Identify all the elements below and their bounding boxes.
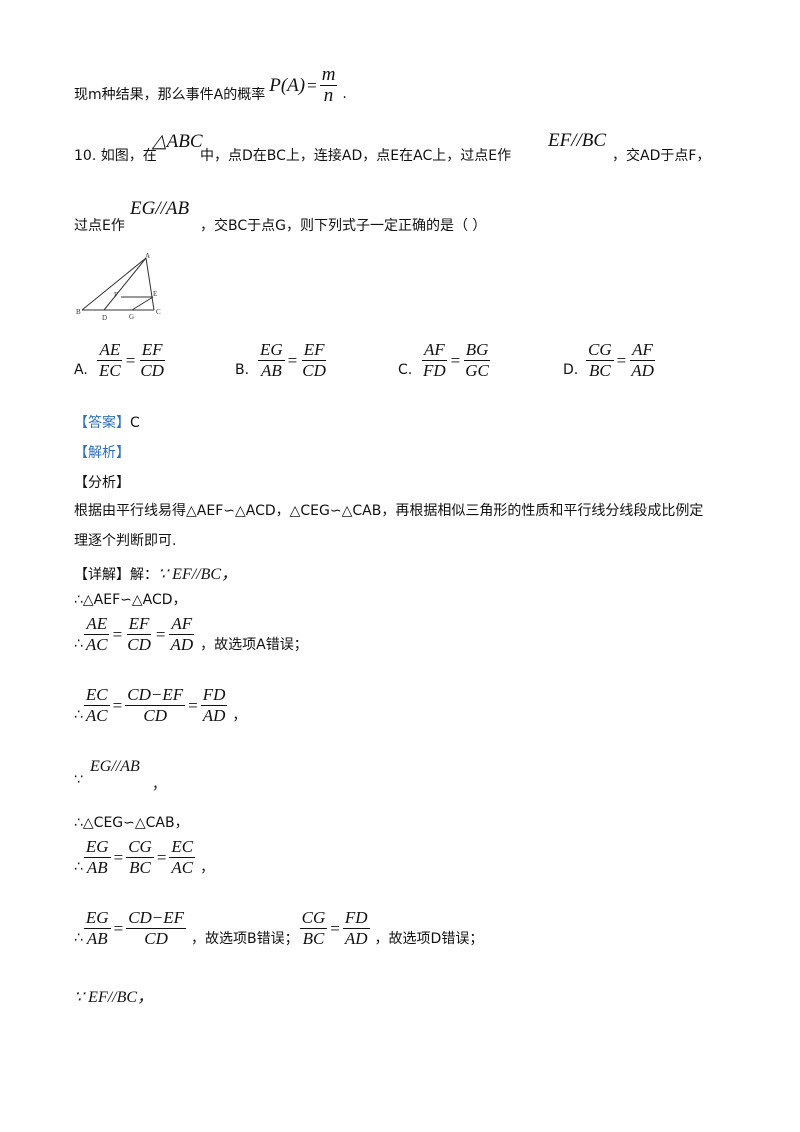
detail-similar-2: ∴△CEG∽△CAB， xyxy=(74,815,189,831)
fenxi-line-1: 根据由平行线易得△AEF∽△ACD，△CEG∽△CAB，再根据相似三角形的性质和… xyxy=(74,503,704,519)
ef-parallel-bc: EF//BC xyxy=(548,130,607,151)
because-ef-bc: ∵ EF//BC， xyxy=(74,989,154,1006)
label-a: A xyxy=(145,252,150,260)
intro-line: 现m种结果，那么事件A的概率 P(A) = m n . xyxy=(74,64,347,106)
because-eg-ab: EG//AB xyxy=(90,758,140,775)
formula-lhs: P(A) xyxy=(269,74,306,96)
question-line-1: 10. 如图，在 xyxy=(74,148,157,164)
label-d: D xyxy=(102,314,107,322)
triangle-figure: A B C D E F G xyxy=(76,252,161,322)
segment-ad xyxy=(103,257,147,311)
fenxi-line-2: 理逐个判断即可. xyxy=(74,533,177,549)
detail-header: 【详解】解：∵ EF//BC， xyxy=(74,566,238,583)
analysis-tag: 【解析】 xyxy=(74,445,130,461)
label-f: F xyxy=(114,291,118,299)
triangle-abc: △ABC xyxy=(152,131,203,152)
side-ab xyxy=(81,257,147,311)
probability-formula: P(A) = m n xyxy=(269,64,338,106)
segment-eg xyxy=(131,296,154,311)
label-c: C xyxy=(156,308,161,316)
label-g: G xyxy=(129,313,134,321)
formula-fraction: m n xyxy=(319,64,338,106)
side-ac xyxy=(145,257,155,311)
intro-text: 现m种结果，那么事件A的概率 xyxy=(74,86,266,103)
label-e: E xyxy=(153,290,157,298)
label-b: B xyxy=(76,308,81,316)
detail-similar-1: ∴△AEF∽△ACD， xyxy=(74,592,187,608)
fenxi-tag: 【分析】 xyxy=(74,475,130,491)
eg-parallel-ab: EG//AB xyxy=(130,198,190,219)
because-eg-ab-symbol: ∵ xyxy=(74,772,83,788)
answer-value: C xyxy=(130,415,140,431)
answer-line: 【答案】C xyxy=(74,412,140,432)
answer-tag: 【答案】 xyxy=(74,415,130,431)
question-number: 10. xyxy=(74,148,97,164)
